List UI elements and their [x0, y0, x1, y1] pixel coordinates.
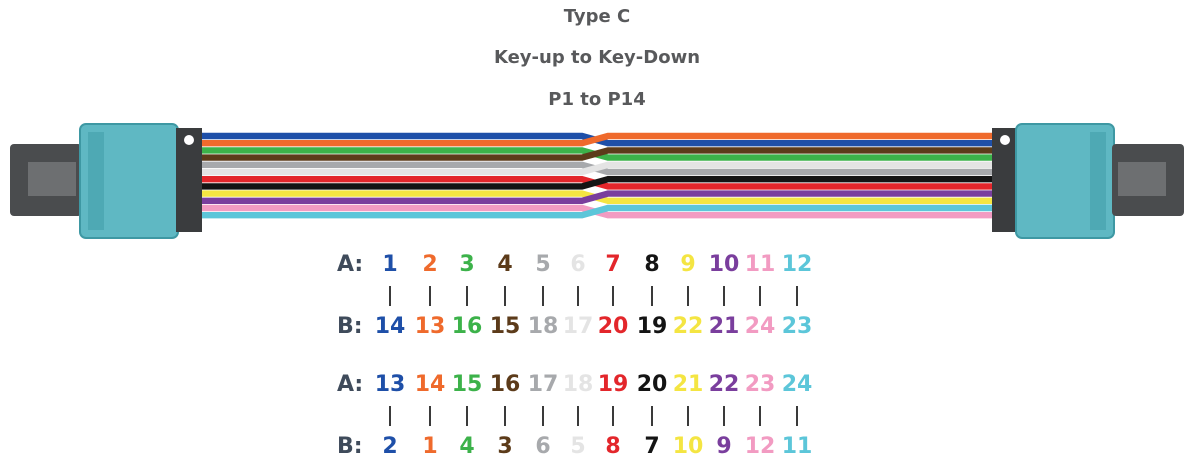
port-b-24: 24: [744, 314, 776, 339]
port-a-7: 7: [605, 252, 621, 277]
mapping-connector-line: [466, 286, 468, 306]
port-a-21: 21: [672, 372, 704, 397]
mapping-connector-line: [504, 286, 506, 306]
port-a-22: 22: [708, 372, 740, 397]
fiber-black: [200, 176, 995, 190]
port-a-18: 18: [562, 372, 594, 397]
mapping-connector-line: [796, 286, 798, 306]
port-a-13: 13: [374, 372, 406, 397]
port-a-17: 17: [527, 372, 559, 397]
port-b-21: 21: [708, 314, 740, 339]
port-b-19: 19: [636, 314, 668, 339]
port-a-2: 2: [422, 252, 438, 277]
row-label-a: A:: [337, 252, 364, 277]
port-b-5: 5: [570, 434, 586, 459]
mapping-connector-line: [504, 406, 506, 426]
row-label-a: A:: [337, 372, 364, 397]
fiber-aqua: [200, 204, 995, 219]
right-connector-latch: [1090, 132, 1106, 230]
port-a-1: 1: [382, 252, 398, 277]
port-b-10: 10: [672, 434, 704, 459]
port-b-6: 6: [535, 434, 551, 459]
mapping-connector-line: [389, 406, 391, 426]
port-a-3: 3: [459, 252, 475, 277]
port-a-12: 12: [781, 252, 813, 277]
port-a-9: 9: [680, 252, 696, 277]
row-label-b: B:: [337, 434, 363, 459]
mapping-connector-line: [577, 286, 579, 306]
title-type: Type C: [563, 6, 631, 27]
mapping-connector-line: [759, 406, 761, 426]
mapping-connector-line: [723, 406, 725, 426]
fiber-violet: [200, 190, 995, 204]
port-b-16: 16: [451, 314, 483, 339]
port-a-23: 23: [744, 372, 776, 397]
right-key-marker: [1000, 135, 1010, 145]
fiber-brown: [200, 147, 995, 161]
port-b-15: 15: [489, 314, 521, 339]
port-a-5: 5: [535, 252, 551, 277]
port-b-20: 20: [597, 314, 629, 339]
mapping-connector-line: [687, 286, 689, 306]
port-a-4: 4: [497, 252, 513, 277]
port-b-23: 23: [781, 314, 813, 339]
right-connector: [992, 123, 1184, 239]
port-b-7: 7: [644, 434, 660, 459]
mapping-connector-line: [687, 406, 689, 426]
port-a-16: 16: [489, 372, 521, 397]
port-b-9: 9: [716, 434, 732, 459]
row-label-b: B:: [337, 314, 363, 339]
port-b-13: 13: [414, 314, 446, 339]
left-connector-latch: [88, 132, 104, 230]
port-a-24: 24: [781, 372, 813, 397]
mapping-connector-line: [651, 286, 653, 306]
title-polarity: P1 to P14: [548, 89, 646, 110]
port-b-3: 3: [497, 434, 513, 459]
mapping-connector-line: [759, 286, 761, 306]
mapping-connector-line: [651, 406, 653, 426]
port-b-17: 17: [562, 314, 594, 339]
mapping-connector-line: [542, 286, 544, 306]
port-b-22: 22: [672, 314, 704, 339]
port-a-10: 10: [708, 252, 740, 277]
title-key-orientation: Key-up to Key-Down: [493, 47, 701, 68]
port-b-18: 18: [527, 314, 559, 339]
fiber-white: [200, 161, 995, 176]
port-a-8: 8: [644, 252, 660, 277]
port-a-14: 14: [414, 372, 446, 397]
mapping-connector-line: [542, 406, 544, 426]
left-connector: [10, 123, 202, 239]
port-a-20: 20: [636, 372, 668, 397]
left-key-marker: [184, 135, 194, 145]
port-a-6: 6: [570, 252, 586, 277]
port-b-12: 12: [744, 434, 776, 459]
mapping-connector-line: [577, 406, 579, 426]
mapping-connector-line: [429, 406, 431, 426]
port-b-14: 14: [374, 314, 406, 339]
port-b-8: 8: [605, 434, 621, 459]
mapping-connector-line: [466, 406, 468, 426]
right-boot-grip: [1118, 162, 1166, 196]
mapping-connector-line: [796, 406, 798, 426]
port-a-15: 15: [451, 372, 483, 397]
mapping-connector-line: [389, 286, 391, 306]
fiber-ribbon: [200, 132, 995, 219]
right-ferrule: [992, 128, 1018, 232]
port-a-19: 19: [597, 372, 629, 397]
mapping-connector-line: [723, 286, 725, 306]
left-boot-grip: [28, 162, 76, 196]
mpo-cable-illustration: [10, 123, 1184, 239]
fiber-orange: [200, 132, 995, 147]
port-b-4: 4: [459, 434, 475, 459]
left-ferrule: [176, 128, 202, 232]
port-b-2: 2: [382, 434, 398, 459]
port-b-1: 1: [422, 434, 438, 459]
port-b-11: 11: [781, 434, 813, 459]
mapping-connector-line: [612, 286, 614, 306]
port-a-11: 11: [744, 252, 776, 277]
mapping-connector-line: [429, 286, 431, 306]
mapping-connector-line: [612, 406, 614, 426]
